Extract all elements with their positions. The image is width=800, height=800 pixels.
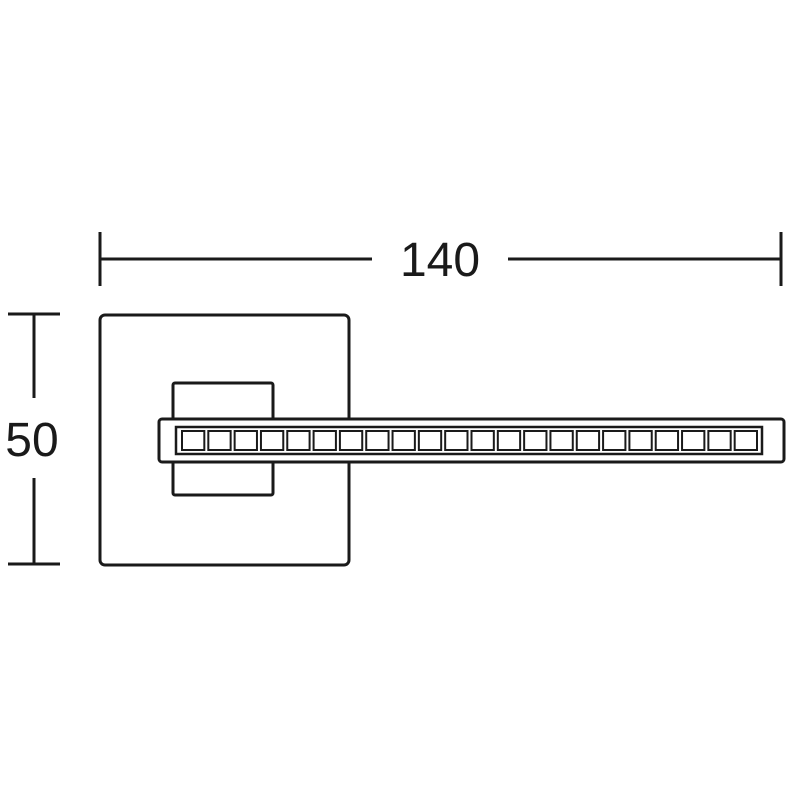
lever-cell — [181, 430, 206, 451]
lever-cell — [444, 430, 469, 451]
lever-cell — [338, 430, 364, 451]
lever-cell — [391, 430, 416, 451]
lever-cell — [259, 430, 285, 451]
lever-cell — [365, 430, 390, 451]
lever-cell — [233, 430, 258, 451]
lever-cell — [733, 430, 758, 451]
width-dimension-label: 140 — [400, 234, 480, 287]
lever-inset-strip — [174, 425, 764, 456]
width-dimension: 140 — [98, 232, 783, 287]
lever-cell — [681, 430, 706, 451]
lever-cell-grid — [181, 430, 758, 451]
lever-cell — [707, 430, 732, 451]
lever-cell — [549, 430, 574, 451]
lever-cell — [286, 430, 311, 451]
lever-cell — [207, 430, 232, 451]
lever-cell — [470, 430, 495, 451]
lever-cell — [523, 430, 548, 451]
lever-cell — [312, 430, 337, 451]
lever-cell — [654, 430, 680, 451]
lever-cell — [496, 430, 522, 451]
lever-cell — [417, 430, 443, 451]
height-dimension-label: 50 — [5, 414, 58, 467]
lever-cell — [602, 430, 627, 451]
lever-cell — [628, 430, 653, 451]
lever-cell — [575, 430, 601, 451]
height-dimension: 50 — [5, 312, 60, 566]
